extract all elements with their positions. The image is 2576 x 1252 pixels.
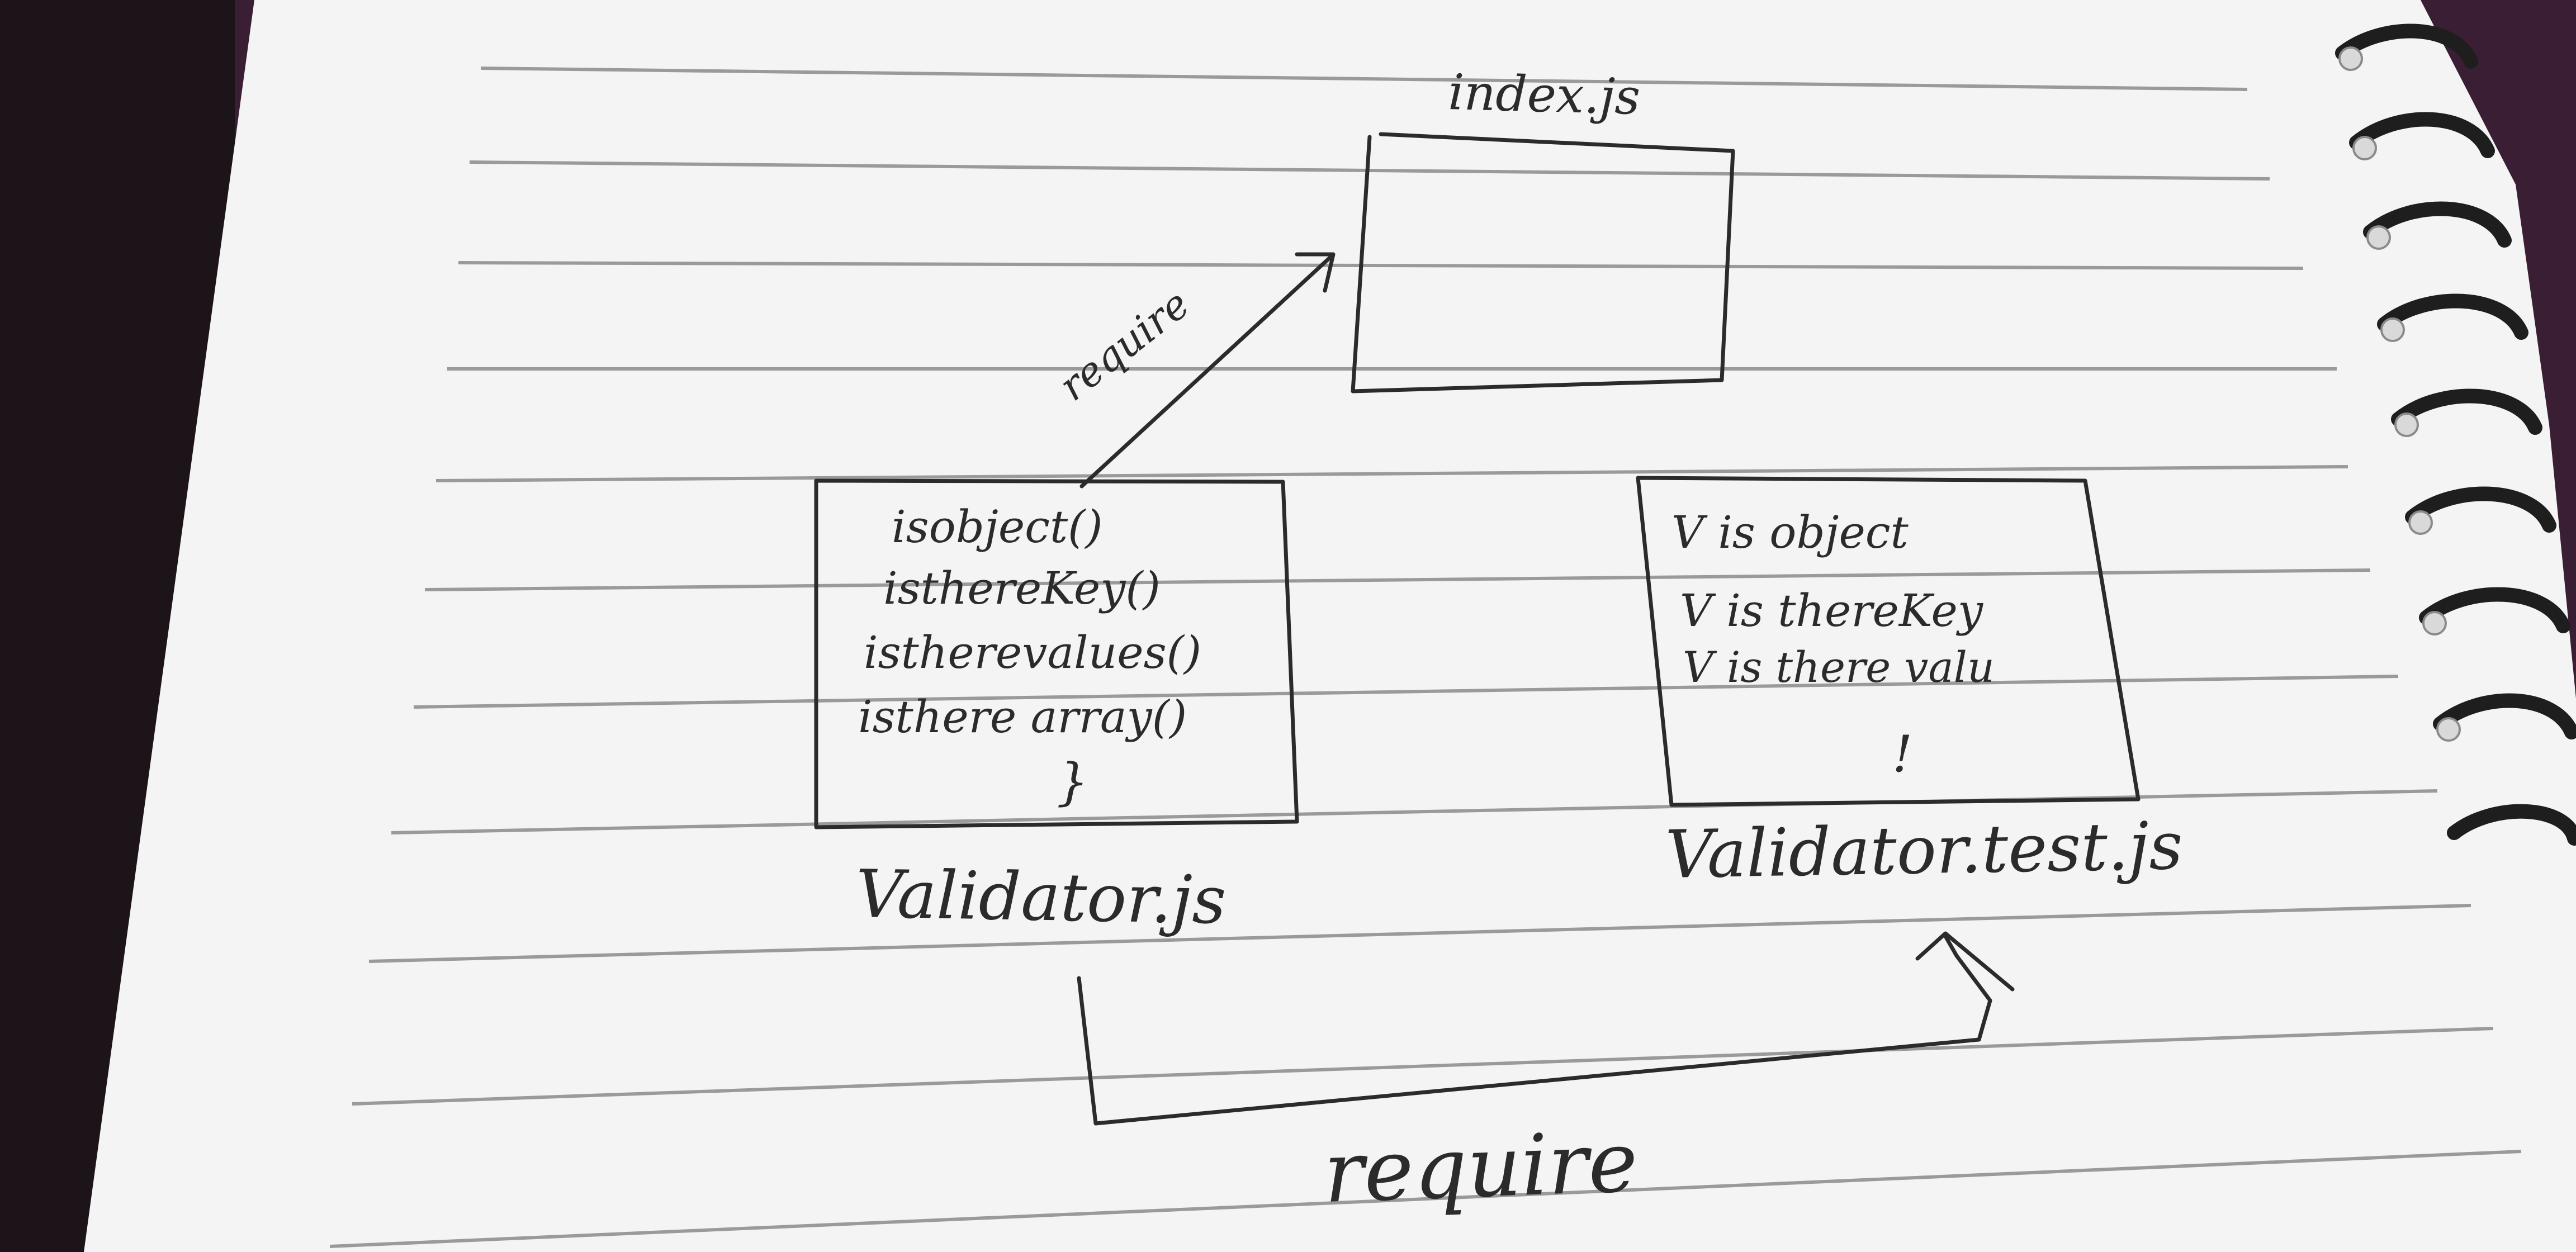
spiral-hole: [2352, 136, 2377, 160]
index-box: [1351, 132, 1735, 393]
spiral-hole: [2422, 611, 2447, 636]
validator-line: istherevalues(): [864, 627, 1201, 679]
validator-box-label: Validator.js: [855, 855, 1227, 939]
spiral-ring: [2349, 112, 2495, 158]
spiral-hole: [2338, 46, 2363, 71]
spiral-ring: [2447, 804, 2576, 846]
index-box-label: index.js: [1447, 63, 1641, 126]
test-line: V is thereKey: [1680, 585, 1984, 637]
test-box: [1636, 476, 2141, 807]
test-line: V is there valu: [1683, 642, 1995, 692]
ruled-line: [458, 261, 2304, 270]
ruled-line: [480, 67, 2248, 91]
spiral-binding: [2335, 23, 2576, 846]
validator-box: [814, 478, 1299, 829]
ruled-line: [413, 675, 2399, 709]
notebook-page: [84, 0, 2576, 1252]
spiral-hole: [2408, 510, 2433, 535]
validator-line: isobject(): [892, 501, 1103, 553]
require-label-lower: require: [1322, 1113, 1639, 1221]
validator-line: isthereKey(): [883, 562, 1161, 614]
test-line: V is object: [1671, 506, 1909, 558]
ruled-line: [368, 904, 2471, 963]
spiral-ring: [2405, 486, 2556, 533]
test-box-label: Validator.test.js: [1665, 807, 2184, 893]
spiral-ring: [2335, 23, 2478, 69]
require-arrow-to-index: [1079, 255, 1333, 489]
ruled-line: [329, 1150, 2522, 1248]
spiral-ring: [2391, 388, 2542, 435]
spiral-hole: [2380, 317, 2405, 342]
test-more: !: [1892, 725, 1912, 784]
ruled-line: [435, 465, 2348, 482]
spiral-hole: [2366, 225, 2391, 250]
require-arrow-to-test-head: [1915, 931, 2015, 992]
validator-line: isthere array(): [858, 691, 1187, 743]
require-arrow-to-index-head: [1295, 252, 1336, 293]
spiral-ring: [2419, 587, 2570, 633]
spiral-ring: [2363, 201, 2512, 248]
validator-more: }: [1057, 753, 1088, 812]
spiral-holes: [2338, 46, 2461, 742]
require-arrow-to-test: [1077, 934, 1992, 1126]
spiral-hole: [2436, 717, 2461, 742]
spiral-hole: [2394, 412, 2419, 437]
ruled-line: [424, 568, 2371, 591]
diagram: [814, 132, 2141, 1126]
spiral-ring: [2433, 693, 2576, 739]
ruled-line: [469, 160, 2270, 181]
ruled-line: [352, 1027, 2494, 1106]
spiral-ring: [2377, 293, 2528, 340]
